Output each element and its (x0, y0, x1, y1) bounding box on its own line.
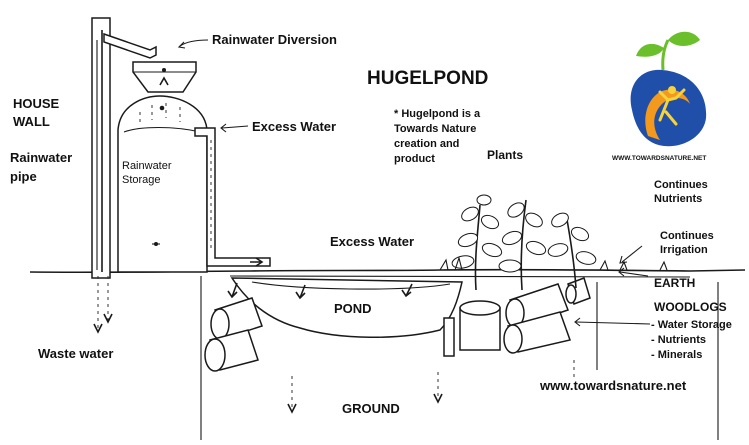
tank-water-level (123, 127, 201, 133)
label-rainwater-diversion: Rainwater Diversion (212, 32, 337, 47)
logo-figure-head (668, 86, 676, 94)
plant-right (547, 212, 597, 289)
label-waste-water: Waste water (38, 346, 113, 361)
diversion-funnel (132, 61, 197, 93)
label-ground: GROUND (342, 401, 400, 416)
label-excess-water-mid: Excess Water (330, 234, 414, 249)
rainwater-diversion-spout (103, 32, 157, 59)
label-excess-water-top: Excess Water (252, 119, 336, 134)
note-line-3: creation and (394, 138, 459, 150)
logo-right-leaf (668, 31, 700, 46)
woodlog-right-small (565, 277, 591, 305)
woodlog-stake (443, 317, 455, 357)
label-woodlogs-item-3: - Minerals (651, 349, 702, 361)
label-house: HOUSE (13, 96, 60, 111)
plant-center (498, 199, 547, 291)
label-continues-irrigation-1: Continues (660, 230, 714, 242)
label-storage-2: Storage (122, 174, 161, 186)
label-woodlogs-item-1: - Water Storage (651, 319, 732, 331)
pond-inflow-arrow (295, 284, 306, 300)
label-plants: Plants (487, 148, 523, 162)
rainwater-storage-tank (117, 95, 208, 273)
outflow-arrow (250, 257, 264, 267)
label-continues-irrigation-2: Irrigation (660, 244, 708, 256)
house-wall (91, 17, 111, 279)
label-pond: POND (334, 301, 372, 316)
label-continues-nutrients-2: Nutrients (654, 193, 702, 205)
label-rainwater: Rainwater (10, 150, 72, 165)
infiltration-flows (93, 276, 575, 414)
grass-tufts (439, 256, 668, 271)
woodlog-left-bottom (204, 329, 259, 372)
note-line-2: Towards Nature (394, 123, 476, 135)
label-pipe: pipe (10, 169, 37, 184)
annotation-arrows (177, 39, 651, 327)
logo-seed-orange-ring (645, 89, 690, 140)
funnel-drop (162, 68, 166, 72)
label-storage-1: Rainwater (122, 160, 172, 172)
woodlog-right-top (505, 283, 569, 328)
label-website: www.towardsnature.net (539, 378, 687, 393)
pond-left-arrow (227, 282, 238, 299)
tank-inflow-drops (139, 103, 181, 125)
overflow-pipe (194, 127, 271, 267)
funnel-arrow (159, 76, 169, 86)
logo-sprout-stem (661, 39, 670, 71)
pond-right-arrow (401, 283, 413, 298)
label-earth: EARTH (654, 276, 695, 290)
pond-water-line (251, 281, 451, 290)
earth-lower-line (229, 275, 691, 278)
plant-left (451, 194, 503, 291)
logo-caption: WWW.TOWARDSNATURE.NET (612, 155, 706, 162)
page-title: HUGELPOND (367, 68, 488, 89)
label-woodlogs-item-2: - Nutrients (651, 334, 706, 346)
label-wall: WALL (13, 114, 50, 129)
logo-left-leaf (636, 43, 664, 57)
logo-seed-blue (630, 69, 707, 147)
woodlog-center (459, 300, 501, 351)
label-woodlogs: WOODLOGS (654, 300, 727, 314)
note-line-4: product (394, 153, 435, 165)
note-line-1: * Hugelpond is a (394, 108, 481, 120)
logo-figure (658, 88, 686, 126)
towardsnature-logo: WWW.TOWARDSNATURE.NET (612, 31, 707, 162)
tank-drop (159, 105, 165, 111)
label-continues-nutrients-1: Continues (654, 179, 708, 191)
woodlog-right-bottom (503, 311, 571, 354)
